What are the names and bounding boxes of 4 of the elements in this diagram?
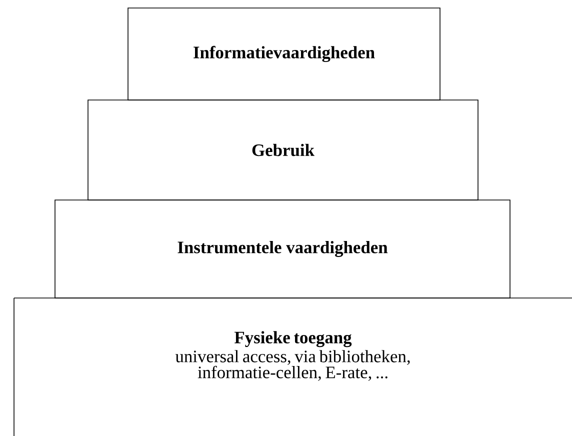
base-box: Fysieke toegang universal access, via bibliotheken, informatie-cellen, E-rate, ... xyxy=(14,298,572,436)
level-box: Gebruik xyxy=(88,100,478,200)
level-box: Informatievaardigheden xyxy=(128,8,440,100)
level-box: Instrumentele vaardigheden xyxy=(54,200,510,298)
